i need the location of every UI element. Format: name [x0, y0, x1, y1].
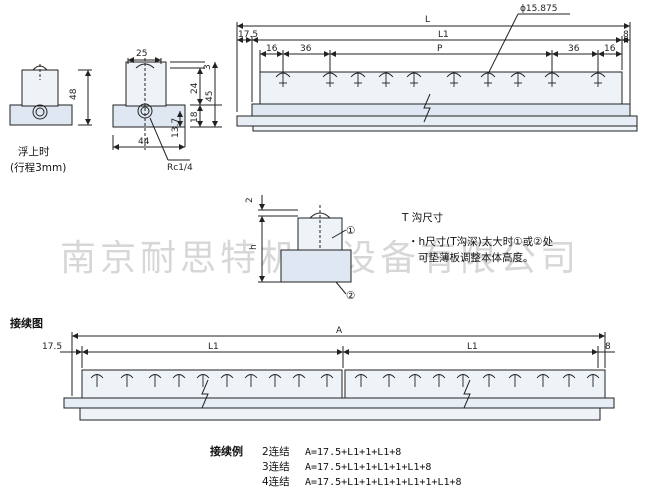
dim-A: A	[336, 326, 343, 336]
dim-36-right: 36	[568, 44, 580, 54]
example-4-name: 4连结	[262, 475, 290, 488]
dim-h: h	[249, 244, 259, 250]
dim-8: 8	[623, 30, 629, 40]
dim-13-7: 13.7	[171, 118, 181, 138]
dim-L: L	[425, 15, 430, 25]
dim-16-left: 16	[266, 44, 278, 54]
dim-17-5: 17.5	[238, 30, 258, 40]
marker-2: ②	[346, 290, 355, 302]
t-groove-note-2: 可垫薄板调整本体高度。	[418, 251, 534, 264]
dim-L1: L1	[438, 30, 449, 40]
example-2-name: 2连结	[262, 445, 290, 458]
connection-title: 接续图	[10, 316, 43, 330]
example-2-formula: A=17.5+L1+1+L1+8	[305, 447, 401, 458]
examples-label: 接续例	[210, 444, 243, 458]
dim-36-left: 36	[300, 44, 312, 54]
dim-17-5-connection: 17.5	[42, 342, 62, 352]
dim-rc: Rc1/4	[167, 163, 193, 173]
dim-L1-second: L1	[467, 342, 478, 352]
dim-45: 45	[205, 91, 215, 102]
dim-44: 44	[138, 137, 150, 147]
example-3-name: 3连结	[262, 460, 290, 473]
connection-drawing	[60, 332, 615, 421]
float-note-stroke: (行程3mm)	[10, 161, 66, 174]
front-view-balls	[275, 72, 606, 87]
dim-L1-first: L1	[208, 342, 219, 352]
dim-8-connection: 8	[605, 342, 611, 352]
dim-18: 18	[190, 111, 200, 123]
dim-16-right: 16	[604, 44, 616, 54]
connection-balls	[90, 374, 600, 387]
marker-1: ①	[346, 225, 355, 237]
t-groove-title: T 沟尺寸	[401, 211, 443, 224]
dim-25: 25	[136, 49, 147, 59]
section-view	[112, 57, 222, 161]
dim-3: 3	[203, 64, 213, 70]
float-side-view	[9, 64, 92, 126]
float-note-title: 浮上时	[18, 146, 50, 158]
dim-2: 2	[245, 197, 255, 203]
example-3-formula: A=17.5+L1+1+L1+1+L1+8	[305, 462, 431, 473]
dim-phi: ϕ15.875	[520, 4, 557, 14]
example-4-formula: A=17.5+L1+1+L1+1+L1+1+L1+8	[305, 477, 462, 488]
dim-48: 48	[69, 88, 79, 100]
front-view	[236, 13, 638, 132]
dim-P: P	[437, 44, 443, 54]
dim-24: 24	[190, 82, 200, 94]
t-groove-note-1: ・h尺寸(T沟深)太大时①或②处	[408, 235, 554, 248]
t-groove-detail	[258, 195, 352, 295]
